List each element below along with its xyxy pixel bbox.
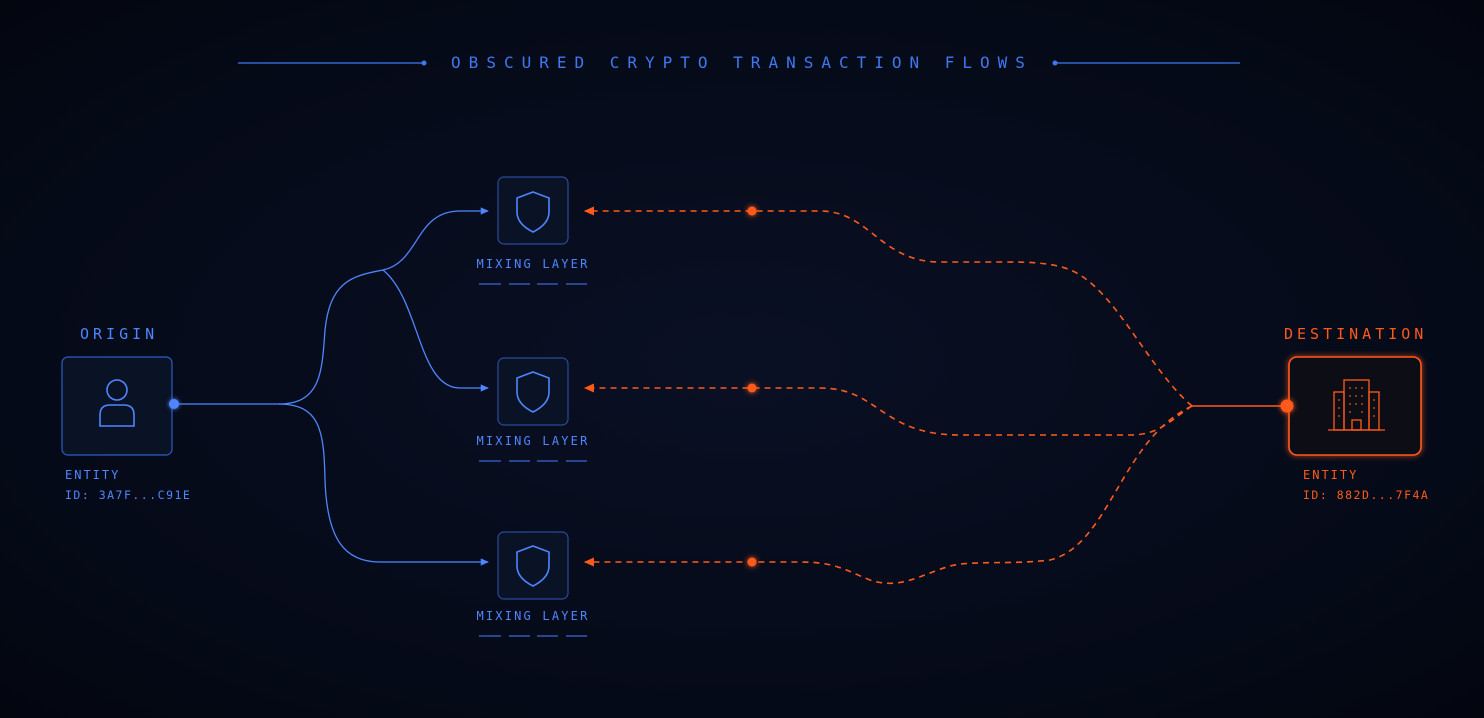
mixing-layer-label-2: MIXING LAYER — [476, 434, 590, 448]
mixing-layer-node-3[interactable] — [497, 531, 569, 600]
mixing-layer-label-1: MIXING LAYER — [476, 257, 590, 271]
origin-entity-label: ENTITY — [65, 468, 121, 482]
person-icon — [99, 379, 135, 427]
destination-port — [1280, 399, 1294, 413]
shield-icon — [516, 545, 550, 587]
origin-port — [169, 399, 179, 409]
origin-heading: ORIGIN — [80, 325, 159, 343]
destination-flows — [583, 206, 1193, 585]
origin-entity-id: ID: 3A7F...C91E — [65, 488, 192, 502]
shield-icon — [516, 371, 550, 413]
mixing-layer-underlines — [479, 283, 587, 637]
mixing-layer-node-1[interactable] — [497, 176, 569, 245]
destination-entity-label: ENTITY — [1303, 468, 1359, 482]
mixing-layer-label-3: MIXING LAYER — [476, 609, 590, 623]
title-decoration — [238, 60, 1240, 66]
origin-node[interactable] — [61, 356, 173, 456]
destination-heading: DESTINATION — [1284, 325, 1428, 343]
building-icon — [1328, 379, 1385, 431]
destination-node[interactable] — [1288, 356, 1422, 456]
flow-waypoints — [747, 206, 757, 567]
shield-icon — [516, 191, 550, 233]
diagram-title: OBSCURED CRYPTO TRANSACTION FLOWS — [451, 53, 1033, 72]
origin-flows — [174, 207, 489, 566]
destination-entity-id: ID: 882D...7F4A — [1303, 488, 1430, 502]
mixing-layer-node-2[interactable] — [497, 357, 569, 426]
